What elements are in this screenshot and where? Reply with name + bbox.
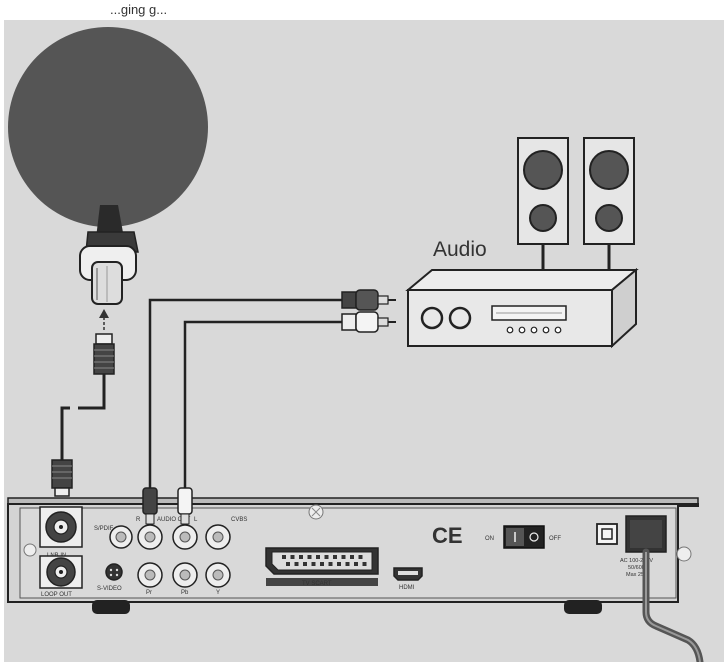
speaker-left-icon (517, 137, 569, 272)
rca-cable-white (183, 320, 342, 492)
double-insulation-icon (596, 523, 618, 545)
lnb-in-port (39, 506, 83, 548)
scart-pin (333, 555, 337, 559)
audio-l-port (172, 524, 198, 550)
rca-plug-white-icon (341, 311, 396, 333)
scart-pin (290, 555, 295, 559)
rca-plug-red-receiver-icon (142, 487, 158, 525)
coax-cable (60, 374, 106, 462)
scart-pin (299, 555, 303, 559)
audio-r-label: R (136, 517, 141, 523)
y-port (205, 562, 231, 588)
rca-plug-white-receiver-icon (177, 487, 193, 525)
scart-pin (307, 555, 312, 559)
ac-line2-label: 50/60Hz (628, 565, 649, 571)
scart-pin (320, 562, 324, 566)
hdmi-label: HDMI (399, 585, 415, 591)
amplifier-icon (405, 267, 639, 349)
scart-pin (311, 562, 316, 566)
scart-pin (294, 562, 299, 566)
spdif-label: S/PDIF (94, 526, 114, 532)
ac-line3-label: Max 25W (626, 572, 650, 578)
rca-plug-red-icon (341, 289, 396, 311)
loop-out-label: LOOP OUT (41, 592, 72, 598)
scart-pin (350, 555, 354, 559)
scart-pin (282, 555, 286, 559)
f-connector-icon (93, 333, 115, 375)
tv-scart-port (265, 547, 379, 586)
pr-label: Pr (146, 590, 152, 596)
audio-r-port (137, 524, 163, 550)
scart-pin (341, 555, 346, 559)
svideo-label: S-VIDEO (97, 586, 122, 592)
switch-off-label: OFF (549, 536, 561, 542)
rca-cable-red (148, 298, 342, 492)
ac-power-inlet (625, 515, 667, 553)
scart-pin (354, 562, 358, 566)
audio-label: Audio (433, 238, 487, 261)
scart-pin (345, 562, 350, 566)
cvbs-port (205, 524, 231, 550)
scart-pin (358, 555, 363, 559)
power-switch (503, 525, 545, 549)
pr-port (137, 562, 163, 588)
ce-mark: CE (432, 523, 463, 548)
pb-port (172, 562, 198, 588)
cvbs-label: CVBS (231, 517, 247, 523)
tv-scart-label: TV SCART (302, 581, 332, 587)
ac-line1-label: AC 100-240V (620, 558, 653, 564)
audio-out-label: AUDIO OUT (157, 517, 191, 523)
scart-pin (316, 555, 320, 559)
arrow-up-icon (99, 309, 109, 330)
satellite-dish-icon (8, 27, 208, 305)
scart-pin (303, 562, 307, 566)
pb-label: Pb (181, 590, 189, 596)
scart-pin (362, 562, 367, 566)
f-connector-bottom-icon (51, 459, 73, 497)
audio-l-label: L (194, 517, 198, 523)
top-caption: ...ging g... (110, 2, 167, 17)
scart-pin (328, 562, 333, 566)
y-label: Y (216, 590, 220, 596)
switch-on-label: ON (485, 536, 494, 542)
loop-out-port (39, 555, 83, 589)
scart-pin (337, 562, 341, 566)
scart-pin (286, 562, 290, 566)
svideo-port (105, 563, 123, 581)
speaker-right-icon (583, 137, 635, 272)
hdmi-port (393, 567, 423, 581)
scart-pin (324, 555, 329, 559)
